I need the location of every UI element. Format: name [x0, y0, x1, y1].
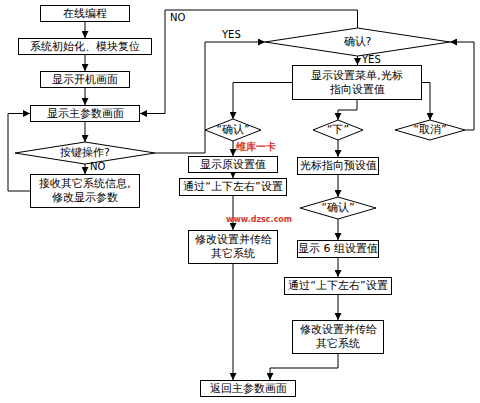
node-text: 通过“上下左右”设置 [183, 180, 282, 194]
node-text: 光标指向预设值 [300, 159, 377, 173]
node-text: 修改设置并传给 其它系统 [189, 233, 277, 261]
diamond-shape [395, 120, 465, 140]
decision-diamond: “确认” [300, 197, 376, 219]
flow-arrow [338, 140, 339, 157]
process-box: 通过“上下左右”设置 [179, 178, 287, 196]
flow-arrow [233, 264, 234, 380]
diamond-shape [313, 120, 363, 140]
flow-arrow [233, 141, 234, 156]
decision-diamond: “确认” [205, 119, 261, 141]
flow-arrow [85, 55, 86, 71]
flow-arrow [270, 354, 338, 380]
decision-diamond: 确认? [265, 28, 450, 56]
node-text: 显示开机画面 [52, 73, 118, 87]
process-box: 显示开机画面 [40, 71, 130, 88]
process-box: 显示原设置值 [188, 156, 278, 173]
flow-arrow [155, 42, 265, 153]
process-box: 在线编程 [40, 5, 130, 22]
node-text: 返回主参数画面 [210, 382, 287, 396]
process-box: 返回主参数画面 [200, 380, 296, 397]
node-text: “取消” [413, 123, 446, 137]
branch-label: NO [170, 12, 185, 24]
node-text: 在线编程 [63, 7, 107, 21]
diamond-shape [300, 197, 376, 219]
flow-arrow [338, 100, 357, 120]
flow-arrow [338, 258, 339, 277]
process-box: 接收其它系统信息, 修改显示参数 [30, 174, 140, 208]
process-box: 光标指向预设值 [297, 157, 379, 175]
node-text: “确认” [216, 123, 249, 137]
decision-diamond: 按键操作? [15, 142, 155, 164]
process-box: 显示主参数画面 [30, 105, 140, 122]
flow-arrow [85, 22, 86, 38]
flow-arrow [338, 295, 339, 320]
node-text: 按键操作? [60, 146, 110, 160]
branch-label: YES [222, 29, 241, 41]
node-text: 修改设置并传给 其它系统 [293, 323, 383, 351]
decision-diamond: “取消” [395, 120, 465, 140]
node-text: 系统初始化、模块复位 [30, 40, 140, 54]
node-text: 显示主参数画面 [47, 107, 124, 121]
diamond-shape [265, 28, 450, 56]
process-box: 显示 6 组设置值 [297, 240, 379, 258]
process-box: 修改设置并传给 其它系统 [292, 320, 384, 354]
flow-arrow [85, 164, 86, 174]
node-text: 显示设置菜单,光标 指向设置值 [293, 69, 421, 97]
flow-arrow [338, 175, 339, 197]
branch-label: YES [362, 54, 381, 66]
decision-diamond: “下” [313, 120, 363, 140]
branch-label: NO [90, 161, 105, 173]
diamond-shape [205, 119, 261, 141]
node-text: 显示 6 组设置值 [298, 242, 378, 256]
flow-arrow [450, 42, 474, 130]
diamond-shape [15, 142, 155, 164]
flow-arrow [338, 219, 339, 240]
watermark-text: 维库一卡 [236, 141, 276, 153]
process-box: 通过“上下左右”设置 [284, 277, 392, 295]
node-text: 确认? [344, 35, 372, 49]
flow-arrow [233, 83, 292, 120]
flow-arrow [233, 196, 234, 230]
flow-arrow [85, 122, 86, 142]
node-text: 显示原设置值 [200, 158, 266, 172]
node-text: “确认” [321, 201, 354, 215]
node-text: “下” [327, 123, 349, 137]
watermark-text: www.dzsc.com [226, 214, 292, 226]
process-box: 修改设置并传给 其它系统 [188, 230, 278, 264]
flow-arrow [85, 88, 86, 105]
flow-arrow [357, 56, 358, 65]
process-box: 系统初始化、模块复位 [18, 38, 152, 55]
node-text: 通过“上下左右”设置 [288, 279, 387, 293]
flow-arrow [422, 83, 430, 121]
process-box: 显示设置菜单,光标 指向设置值 [292, 65, 422, 100]
node-text: 接收其它系统信息, 修改显示参数 [31, 177, 139, 205]
